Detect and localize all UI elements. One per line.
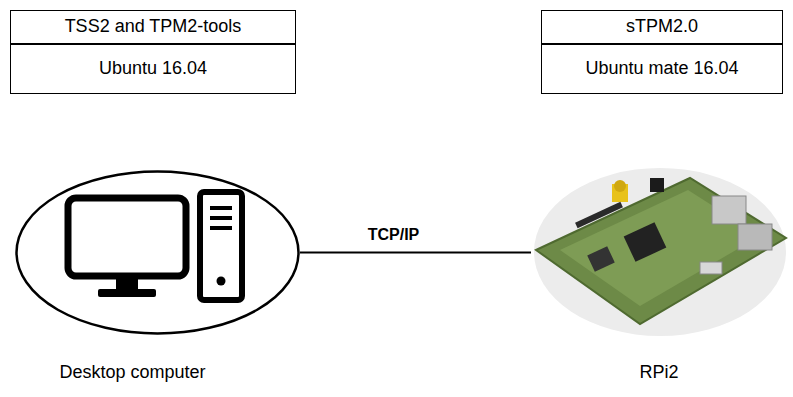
computer-icon <box>68 192 242 300</box>
network-link <box>300 252 531 254</box>
box-label: Ubuntu mate 16.04 <box>585 58 738 80</box>
rpi-board <box>534 168 786 336</box>
software-box: sTPM2.0 <box>541 10 783 44</box>
os-box: Ubuntu mate 16.04 <box>541 44 783 94</box>
rpi-node: RPi2 <box>531 170 787 335</box>
software-box: TSS2 and TPM2-tools <box>10 10 296 44</box>
box-label: sTPM2.0 <box>626 16 698 38</box>
box-label: Ubuntu 16.04 <box>99 58 207 80</box>
device-label: RPi2 <box>531 362 787 384</box>
os-box: Ubuntu 16.04 <box>10 44 296 94</box>
ellipse-outline <box>15 170 300 335</box>
device-label: Desktop computer <box>0 362 275 384</box>
computer-node: Desktop computer <box>15 170 300 335</box>
box-label: TSS2 and TPM2-tools <box>65 16 242 38</box>
link-label: TCP/IP <box>366 226 422 244</box>
